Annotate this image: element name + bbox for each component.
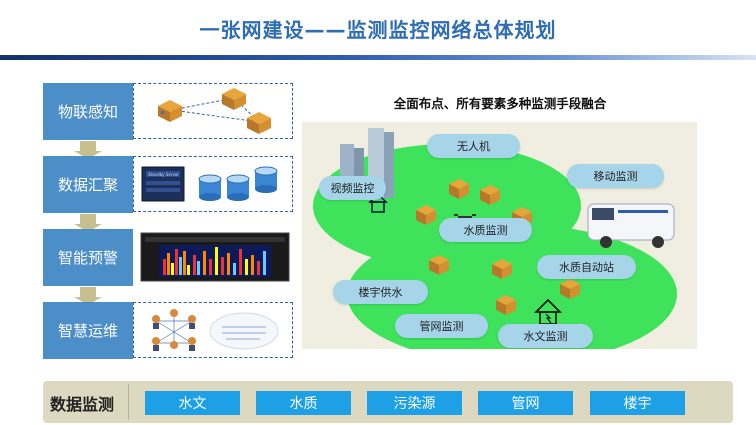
tag-mobile: 移动监测 bbox=[567, 164, 664, 188]
sensor-box-icon bbox=[247, 112, 271, 134]
tag-hydrology: 水文监测 bbox=[498, 324, 593, 348]
sensor-box-icon bbox=[480, 185, 500, 205]
sensor-box-icon bbox=[560, 279, 580, 299]
step-label: 智慧运维 bbox=[57, 322, 118, 340]
database-icon bbox=[198, 174, 222, 201]
sensor-box-icon bbox=[416, 205, 436, 225]
category-hydrology[interactable]: 水文 bbox=[145, 391, 240, 415]
step-smart-ops[interactable]: 智慧运维 bbox=[43, 302, 133, 359]
tag-video: 视频监控 bbox=[319, 176, 386, 200]
step-smart-warning[interactable]: 智能预警 bbox=[43, 229, 133, 286]
step-iot-sensing[interactable]: 物联感知 bbox=[43, 83, 133, 140]
sensor-box-icon bbox=[222, 88, 246, 110]
category-water-quality[interactable]: 水质 bbox=[256, 391, 351, 415]
step-label: 物联感知 bbox=[57, 103, 118, 121]
people-network-icon bbox=[152, 309, 279, 351]
sensor-box-icon bbox=[158, 100, 182, 122]
down-arrow-icon bbox=[74, 214, 102, 232]
whiteboard-icon bbox=[209, 312, 279, 350]
step-label: 智能预警 bbox=[57, 249, 118, 267]
iot-network-icon bbox=[158, 88, 271, 134]
spectrum-chart-icon bbox=[140, 232, 290, 282]
database-cluster-icon: Standby Server bbox=[141, 166, 278, 202]
iot-devices-panel bbox=[133, 83, 293, 139]
tag-auto-station: 水质自动站 bbox=[537, 255, 636, 279]
step-label: 数据汇聚 bbox=[57, 176, 118, 194]
tag-pipe-network: 管网监测 bbox=[395, 314, 488, 338]
bottom-title: 数据监测 bbox=[50, 395, 115, 414]
title-underline bbox=[0, 55, 756, 60]
sensor-box-icon bbox=[429, 255, 449, 275]
warning-chart-panel bbox=[133, 229, 293, 285]
category-pollution-source[interactable]: 污染源 bbox=[367, 391, 462, 415]
step-data-aggregation[interactable]: 数据汇聚 bbox=[43, 156, 133, 213]
tag-uav: 无人机 bbox=[427, 134, 520, 158]
tag-water-quality: 水质监测 bbox=[439, 218, 532, 242]
category-building[interactable]: 楼宇 bbox=[590, 391, 685, 415]
divider bbox=[128, 384, 129, 420]
scene-title: 全面布点、所有要素多种监测手段融合 bbox=[393, 96, 607, 111]
sensor-box-icon bbox=[492, 259, 512, 279]
down-arrow-icon bbox=[74, 287, 102, 305]
server-label: Standby Server bbox=[148, 172, 179, 177]
down-arrow-icon bbox=[74, 141, 102, 159]
sensor-box-icon bbox=[496, 295, 516, 315]
page-title: 一张网建设——监测监控网络总体规划 bbox=[199, 18, 557, 42]
tag-building-supply: 楼宇供水 bbox=[333, 280, 428, 304]
database-icon bbox=[226, 174, 250, 201]
data-storage-panel: Standby Server bbox=[133, 156, 293, 212]
category-pipe-network[interactable]: 管网 bbox=[478, 391, 573, 415]
ops-panel bbox=[133, 302, 293, 358]
sensor-box-icon bbox=[449, 179, 469, 199]
database-icon bbox=[254, 166, 278, 193]
monitoring-scene: 无人机 视频监控 移动监测 水质监测 水质自动站 楼宇供水 管网监测 水文监测 bbox=[302, 122, 697, 349]
monitoring-van-icon bbox=[587, 203, 675, 248]
